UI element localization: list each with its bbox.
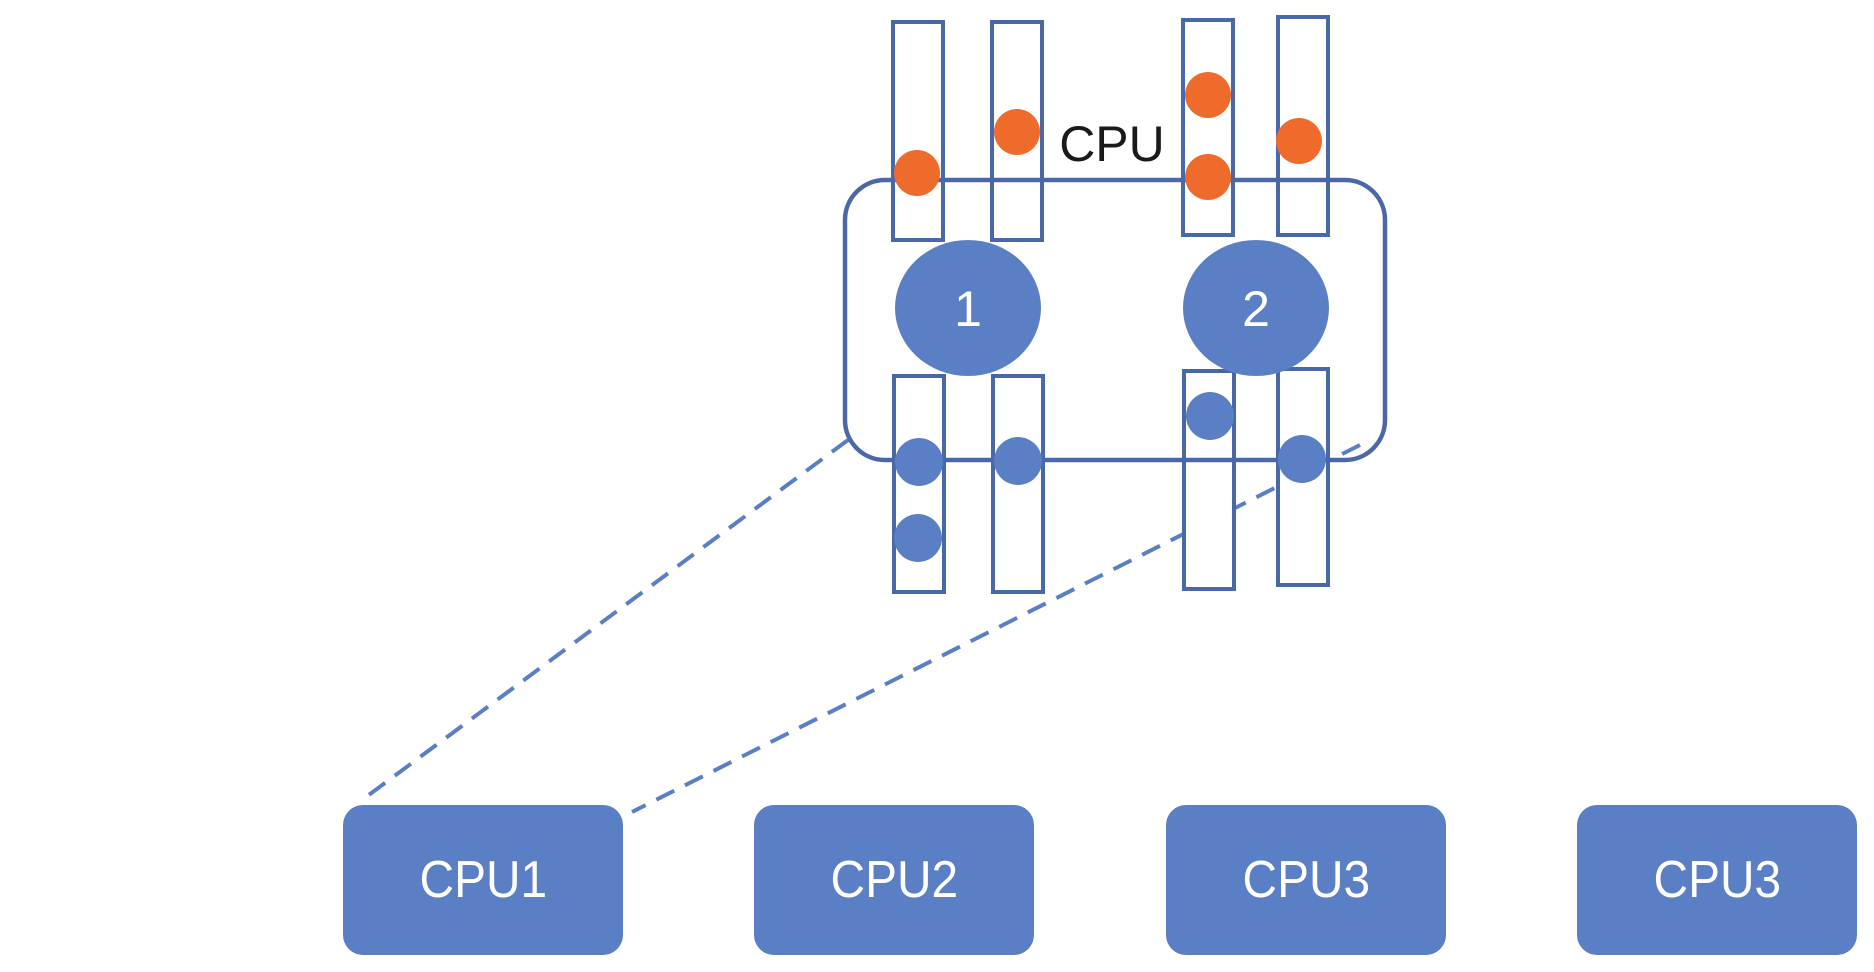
blue-dot [895, 438, 943, 486]
blue-dot [894, 514, 942, 562]
blue-dot [1186, 392, 1234, 440]
upper-bar [1181, 18, 1235, 237]
dashed-connector-left [360, 438, 850, 802]
cpu-box-4: CPU3 [1577, 805, 1857, 955]
orange-dot [1185, 154, 1231, 200]
cpu-box-3: CPU3 [1166, 805, 1446, 955]
core-2: 2 [1183, 240, 1329, 376]
lower-bars [892, 367, 1330, 594]
orange-dot [894, 150, 940, 196]
cpu-outline [842, 177, 1388, 463]
upper-bar [891, 20, 945, 242]
core-1: 1 [895, 240, 1041, 376]
upper-bars [891, 15, 1330, 242]
core-label: 1 [954, 281, 982, 337]
orange-dot [1185, 72, 1231, 118]
core-circle [895, 240, 1041, 376]
dashed-connector-right [631, 443, 1361, 814]
cpu-box-label: CPU3 [1242, 851, 1370, 909]
orange-dot [1276, 118, 1322, 164]
core-circle [1183, 240, 1329, 376]
blue-dots [894, 392, 1326, 562]
cpu-box-2: CPU2 [754, 805, 1034, 955]
cpu-box-label: CPU1 [419, 851, 547, 909]
core-label: 2 [1242, 281, 1270, 337]
blue-dot [1278, 435, 1326, 483]
cpu-box-1: CPU1 [343, 805, 623, 955]
cpu-box-label: CPU3 [1653, 851, 1781, 909]
orange-dot [994, 109, 1040, 155]
blue-dot [994, 437, 1042, 485]
orange-dots [894, 72, 1322, 200]
cpu-label: CPU [1059, 116, 1165, 172]
cpu-box-label: CPU2 [830, 851, 958, 909]
